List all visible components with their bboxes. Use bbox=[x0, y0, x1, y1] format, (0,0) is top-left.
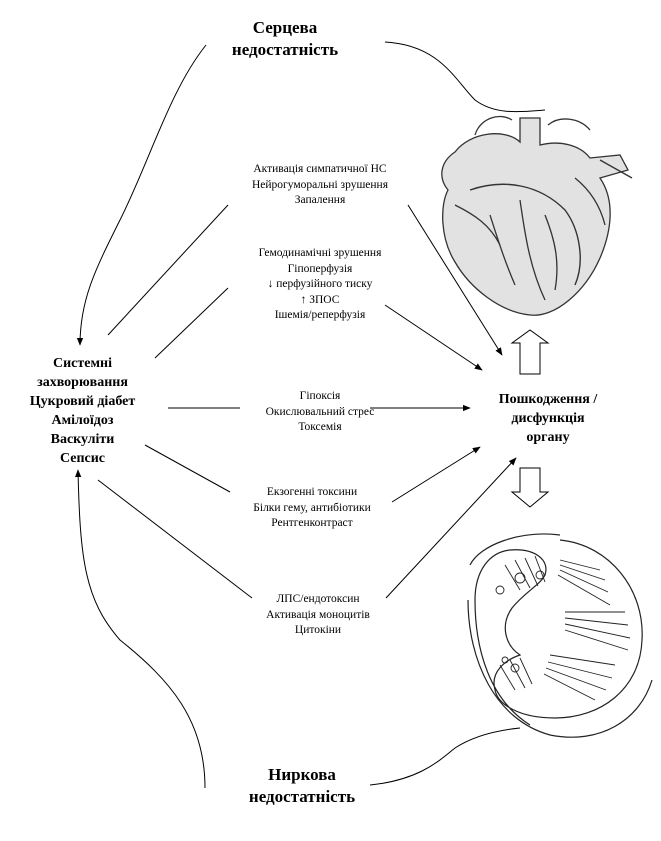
mechanism-3-line-3: Токсемія bbox=[298, 421, 342, 433]
mechanism-4-line-1: Екзогенні токсини bbox=[266, 486, 358, 498]
mechanism-2-line-1: Гемодинамічні зрушення bbox=[258, 247, 382, 259]
curve-top-to-systemic bbox=[76, 44, 207, 346]
heart-failure-title: Серцева недостатність bbox=[205, 17, 365, 61]
line-sys-mech5 bbox=[97, 479, 253, 599]
line-sys-mech4 bbox=[144, 444, 231, 493]
line-sys-mech1 bbox=[107, 204, 229, 336]
mechanism-1-line-1: Активація симпатичної НС bbox=[253, 163, 387, 175]
systemic-line-1: Системні bbox=[53, 356, 112, 371]
heart-failure-title-line2: недостатність bbox=[231, 40, 339, 59]
mechanism-5-line-3: Цитокіни bbox=[294, 624, 342, 636]
mechanism-2-line-5: Ішемія/реперфузія bbox=[274, 309, 366, 321]
systemic-line-5: Васкуліти bbox=[50, 432, 115, 447]
mechanism-toxins: Екзогенні токсини Білки гему, антибіотик… bbox=[212, 485, 412, 532]
mechanism-3-line-1: Гіпоксія bbox=[299, 390, 341, 402]
mechanism-neurohumoral: Активація симпатичної НС Нейрогуморальні… bbox=[220, 162, 420, 209]
damage-line-2: дисфункція bbox=[511, 411, 585, 426]
systemic-line-3: Цукровий діабет bbox=[29, 394, 136, 409]
curve-bottom-right bbox=[369, 727, 521, 786]
systemic-line-4: Амілоїдоз bbox=[51, 413, 114, 428]
damage-line-1: Пошкодження / bbox=[498, 392, 598, 407]
arrow-mech4-damage bbox=[391, 446, 481, 503]
heart-illustration bbox=[441, 115, 633, 316]
mechanism-1-line-2: Нейрогуморальні зрушення bbox=[251, 178, 389, 191]
mechanism-hypoxia: Гіпоксія Окислювальний стрес Токсемія bbox=[220, 389, 420, 436]
mechanism-5-line-2: Активація моноцитів bbox=[266, 608, 370, 621]
organ-damage-block: Пошкодження / дисфункція органу bbox=[478, 390, 618, 447]
mechanism-4-line-2: Білки гему, антибіотики bbox=[253, 501, 371, 514]
kidney-illustration bbox=[467, 533, 653, 738]
heart-failure-title-line1: Серцева bbox=[252, 18, 318, 37]
line-sys-mech2 bbox=[154, 287, 229, 359]
mechanism-endotoxin: ЛПС/ендотоксин Активація моноцитів Циток… bbox=[218, 592, 418, 639]
kidney-failure-title-line2: недостатність bbox=[248, 787, 356, 806]
systemic-line-6: Сепсис bbox=[59, 451, 106, 466]
mechanism-2-line-3: ↓ перфузійного тиску bbox=[267, 278, 373, 290]
block-arrow-up bbox=[510, 329, 550, 375]
curve-bottom-to-systemic bbox=[74, 469, 206, 789]
mechanism-1-line-3: Запалення bbox=[294, 194, 346, 206]
kidney-failure-title-line1: Ниркова bbox=[268, 765, 336, 784]
mechanism-5-line-1: ЛПС/ендотоксин bbox=[276, 593, 360, 605]
block-arrow-down bbox=[510, 467, 550, 508]
mechanism-4-line-3: Рентгенконтраст bbox=[271, 517, 353, 529]
mechanism-hemodynamic: Гемодинамічні зрушення Гіпоперфузія ↓ пе… bbox=[220, 246, 420, 324]
mechanism-2-line-4: ↑ ЗПОС bbox=[300, 293, 340, 306]
arrow-mech1-damage bbox=[407, 204, 503, 356]
mechanism-3-line-2: Окислювальний стрес bbox=[265, 405, 375, 418]
systemic-line-2: захворювання bbox=[37, 375, 128, 390]
mechanism-2-line-2: Гіпоперфузія bbox=[287, 262, 353, 275]
curve-top-right bbox=[384, 41, 546, 113]
systemic-diseases-block: Системні захворювання Цукровий діабет Ам… bbox=[10, 354, 155, 468]
kidney-failure-title: Ниркова недостатність bbox=[222, 764, 382, 808]
damage-line-3: органу bbox=[526, 430, 570, 445]
arrow-mech2-damage bbox=[384, 304, 483, 371]
arrow-mech5-damage bbox=[385, 457, 517, 599]
